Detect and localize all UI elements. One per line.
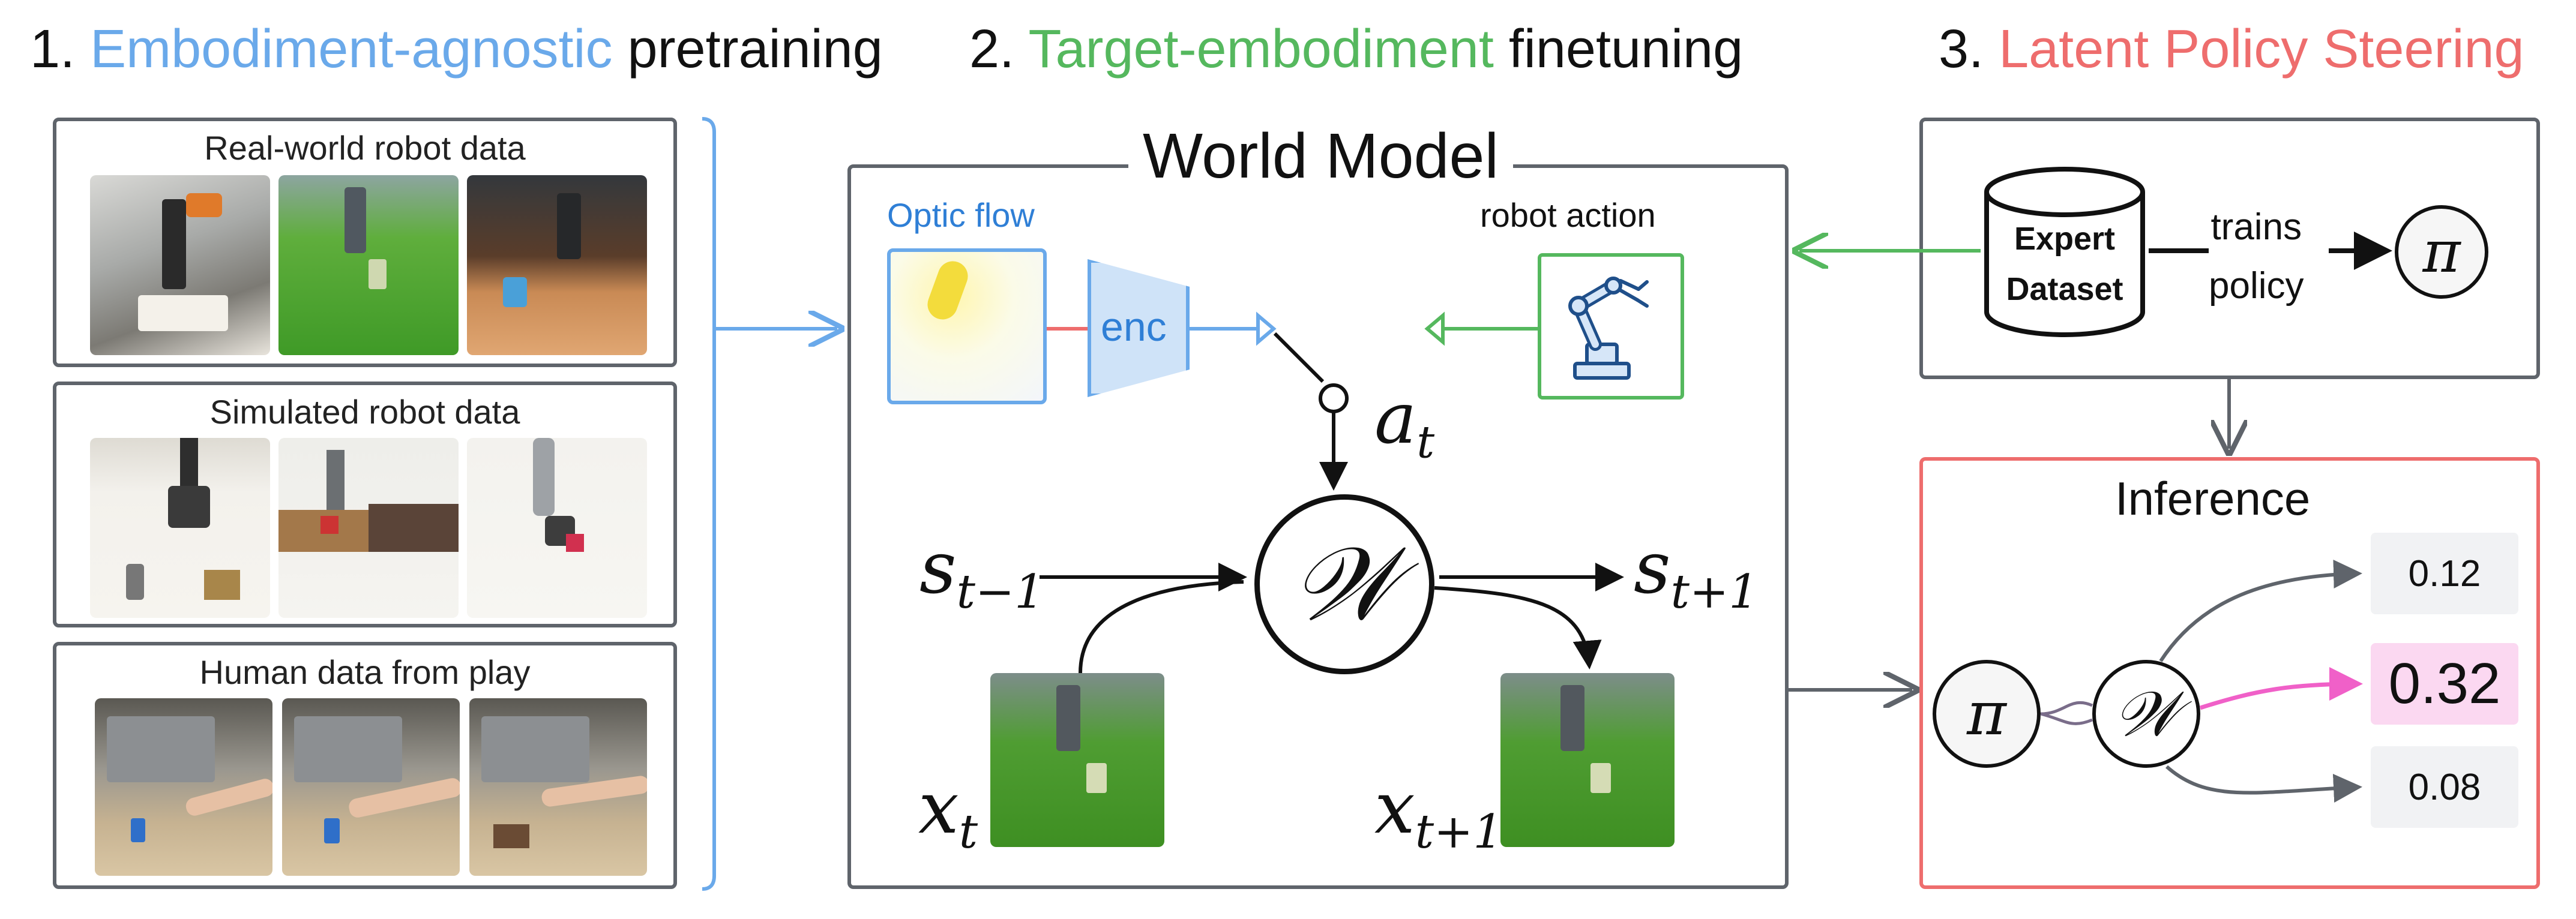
data-bracket	[702, 117, 716, 891]
expert-dataset-line1: Expert	[2014, 221, 2116, 257]
robot-arm-icon	[1568, 277, 1649, 380]
expert-dataset-label: Expert Dataset	[1981, 214, 2149, 314]
trains-policy-label: trains policy	[2209, 198, 2304, 316]
human-play-image-3	[469, 698, 647, 876]
inference-title: Inference	[2115, 472, 2311, 525]
expert-dataset-icon	[1984, 167, 2145, 337]
sim-robot-image-2	[278, 438, 459, 618]
stage2-rest: finetuning	[1508, 19, 1744, 79]
world-model-title: World Model	[1128, 120, 1514, 193]
real-robot-image-1	[90, 175, 270, 355]
world-model-symbol: 𝒲	[1290, 525, 1398, 644]
inference-policy-symbol: π	[1967, 678, 2006, 749]
real-world-data-label: Real-world robot data	[204, 129, 526, 167]
obs-main: x	[918, 767, 959, 850]
obs-next-label: xt+1	[1374, 767, 1503, 859]
obs-label: xt	[918, 767, 978, 859]
human-play-image-1	[95, 698, 272, 876]
switch-contact	[1319, 383, 1349, 413]
human-data-label: Human data from play	[199, 653, 531, 691]
rollout-arrow-bottom	[2165, 765, 2362, 803]
inference-world-model-symbol: 𝒲	[2113, 677, 2179, 750]
stage2-heading: 2. Target-embodiment finetuning	[969, 17, 1743, 82]
obs-next-main: x	[1374, 767, 1415, 850]
expert-dataset-line2: Dataset	[2006, 271, 2123, 307]
score-0: 0.12	[2371, 533, 2518, 614]
optic-flow-label: Optic flow	[887, 196, 1035, 234]
rollout-arrow-top	[2159, 560, 2362, 662]
stage1-highlight: Embodiment-agnostic	[90, 19, 613, 79]
real-robot-image-3	[467, 175, 647, 355]
inference-policy-node: π	[1933, 660, 2041, 768]
score-2: 0.08	[2371, 746, 2518, 828]
stage2-number: 2.	[969, 19, 1015, 79]
policy-node: π	[2395, 205, 2488, 299]
obs-next-sub: t+1	[1415, 805, 1503, 859]
policy-symbol: π	[2422, 218, 2461, 286]
state-prev-main: s	[919, 527, 957, 610]
action-symbol-sub: t	[1416, 416, 1435, 468]
action-symbol: at	[1374, 377, 1434, 468]
state-next-main: s	[1634, 527, 1671, 610]
real-robot-image-2	[278, 175, 459, 355]
state-prev-sub: t−1	[956, 565, 1044, 619]
encoder-label: enc	[1101, 304, 1167, 350]
model-to-obs-arrow	[1434, 586, 1602, 669]
inference-world-model-node: 𝒲	[2092, 660, 2200, 768]
human-play-image-2	[282, 698, 460, 876]
encoder-output-head	[1256, 311, 1277, 346]
state-next-label: st+1	[1634, 527, 1759, 619]
trains-policy-line2: policy	[2209, 265, 2304, 307]
stage1-rest: pretraining	[627, 19, 883, 79]
obs-to-model-arrow	[1079, 580, 1244, 674]
switch-lever	[1273, 332, 1325, 383]
state-next-sub: t+1	[1670, 565, 1759, 619]
policy-to-model-curves	[2040, 701, 2093, 725]
simulated-data-label: Simulated robot data	[209, 393, 520, 431]
stage2-highlight: Target-embodiment	[1028, 19, 1494, 79]
rollout-arrow-mid	[2199, 667, 2363, 710]
sim-robot-image-3	[467, 438, 647, 618]
robot-action-head	[1424, 311, 1445, 346]
obs-sub: t	[958, 805, 978, 859]
trains-policy-line1: trains	[2210, 206, 2302, 248]
robot-action-label: robot action	[1480, 196, 1656, 234]
sim-robot-image-1	[90, 438, 270, 618]
world-model-node: 𝒲	[1254, 494, 1434, 674]
stage3-highlight: Latent Policy Steering	[1999, 19, 2524, 79]
optic-flow-image	[887, 248, 1047, 404]
robot-action-icon-box	[1538, 253, 1684, 400]
stage3-heading: 3. Latent Policy Steering	[1939, 17, 2524, 82]
real-world-data-panel: Real-world robot data	[53, 118, 677, 367]
simulated-data-panel: Simulated robot data	[53, 382, 677, 627]
observation-image-t-plus-1	[1500, 673, 1675, 847]
stage1-number: 1.	[30, 19, 76, 79]
action-symbol-main: a	[1374, 377, 1417, 460]
human-data-panel: Human data from play	[53, 642, 677, 889]
stage1-heading: 1. Embodiment-agnostic pretraining	[30, 17, 883, 82]
stage3-number: 3.	[1939, 19, 1984, 79]
observation-image-t	[990, 673, 1164, 847]
score-1-selected: 0.32	[2371, 643, 2518, 725]
state-prev-label: st−1	[919, 527, 1044, 619]
